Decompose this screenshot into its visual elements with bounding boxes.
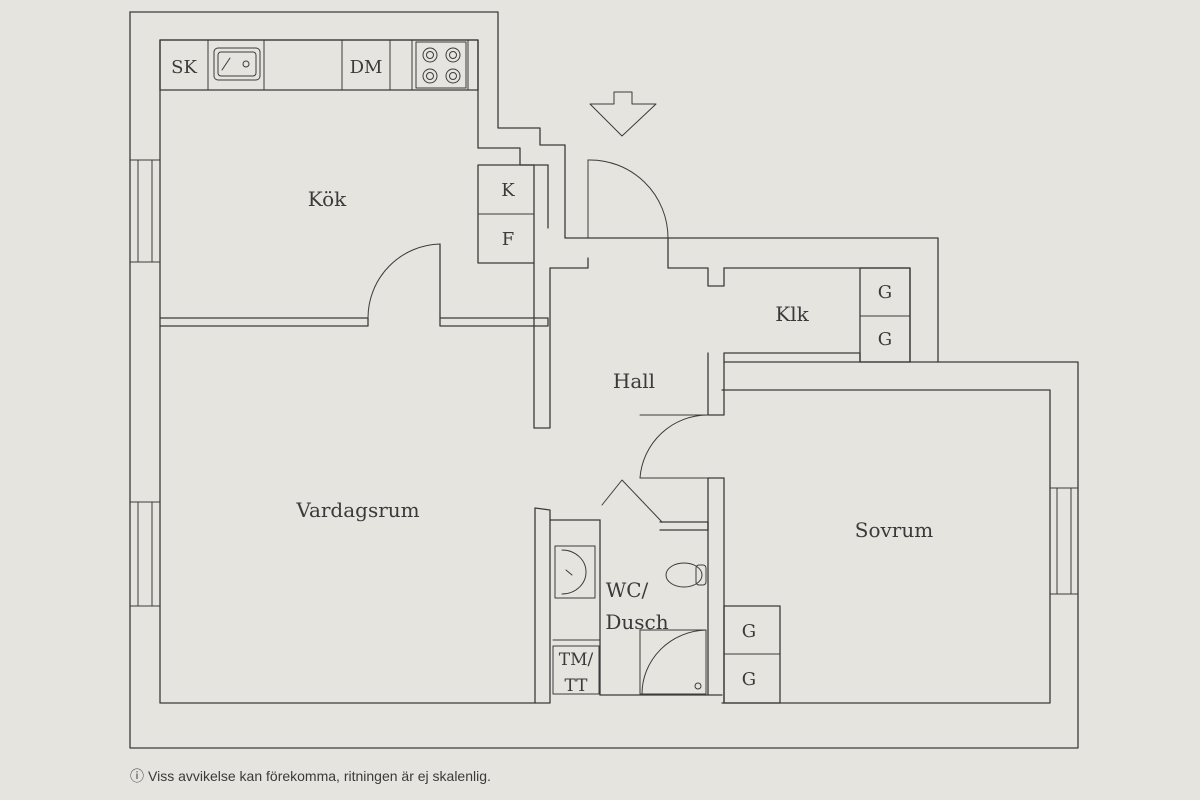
window-kitchen [129,159,161,263]
disclaimer-text: Viss avvikelse kan förekomma, ritningen … [148,768,491,784]
fixture-label-wardrobe-klk-1: G [878,282,892,303]
room-label-bathroom-line1: WC/ [606,578,649,602]
room-label-bedroom: Sovrum [855,518,933,542]
fixture-label-fridge: K [501,180,515,201]
bathroom-fixtures [552,545,707,695]
stove-icon [415,41,467,89]
window-living [129,501,161,607]
doors [367,159,709,523]
room-label-closet: Klk [775,302,809,326]
fixture-label-wardrobe-klk-2: G [878,329,892,350]
room-label-living: Vardagsrum [295,498,419,522]
room-label-bathroom-line2: Dusch [605,610,668,634]
washer-box [552,645,600,695]
fixture-label-sink-cabinet: SK [171,57,197,78]
fixture-label-washer-line1: TM/ [559,650,594,670]
bedroom-wardrobes [723,605,781,704]
info-icon: ⓘ [130,768,144,784]
washbasin-icon [554,545,596,599]
shower-icon [639,629,707,695]
window-bedroom [1049,487,1079,595]
kitchen-counter [159,39,479,91]
closet-wardrobes [859,267,911,363]
fixture-label-dishwasher: DM [350,57,383,78]
room-label-hall: Hall [613,369,655,393]
interior-walls [159,164,939,704]
fixture-label-wardrobe-bed-2: G [742,669,756,690]
outer-walls [129,11,1079,749]
sink-icon [213,47,261,81]
room-label-kitchen: Kök [308,187,347,211]
entrance-arrow-icon [589,91,657,137]
fixture-label-freezer: F [502,229,515,250]
fixture-label-wardrobe-bed-1: G [742,621,756,642]
toilet-icon [665,562,707,588]
fixture-label-washer-line2: TT [565,676,589,696]
